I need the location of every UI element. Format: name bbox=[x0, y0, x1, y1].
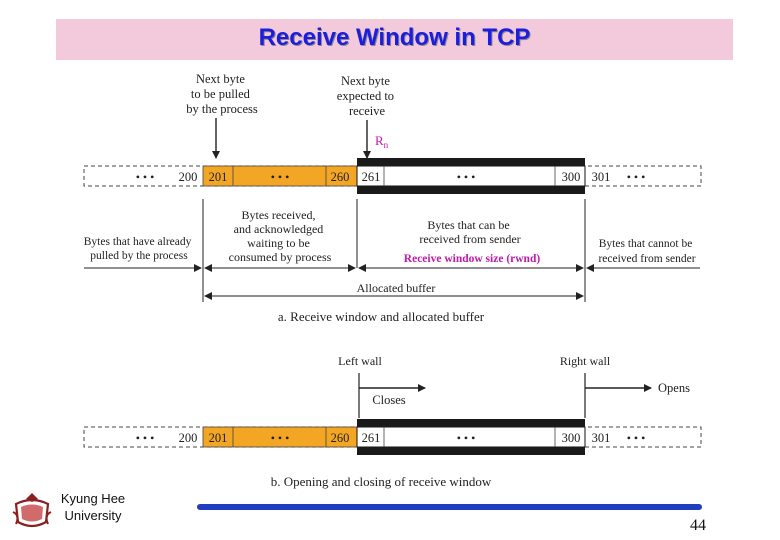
strip-b-cell-300: 300 bbox=[562, 431, 581, 445]
strip-b-dots-mid1: • • • bbox=[271, 431, 290, 445]
slide-title: Receive Window in TCP bbox=[258, 24, 531, 51]
strip-a-cell-200: 200 bbox=[179, 170, 198, 184]
strip-b-dots-left: • • • bbox=[136, 431, 155, 445]
strip-b-window-bottom-bar bbox=[357, 447, 585, 455]
next-byte-expected-label: Next byte expected to receive bbox=[337, 74, 397, 118]
caption-a: a. Receive window and allocated buffer bbox=[278, 309, 485, 324]
strip-a-dots-right: • • • bbox=[627, 170, 646, 184]
part-a: Next byte to be pulled by the process Ne… bbox=[83, 72, 702, 324]
university-name: Kyung Hee University bbox=[58, 490, 128, 524]
title-bar: Receive Window in TCP bbox=[56, 19, 733, 60]
bytes-already-pulled-label: Bytes that have already pulled by the pr… bbox=[84, 236, 195, 262]
caption-b: b. Opening and closing of receive window bbox=[271, 474, 492, 489]
strip-b-dots-right: • • • bbox=[627, 431, 646, 445]
closes-label: Closes bbox=[372, 393, 405, 407]
part-b: Left wall Right wall Closes Opens • • • … bbox=[83, 354, 702, 489]
page-number: 44 bbox=[690, 517, 706, 534]
right-wall-label: Right wall bbox=[560, 354, 611, 368]
strip-b-cell-301: 301 bbox=[592, 431, 611, 445]
opens-label: Opens bbox=[658, 381, 690, 395]
university-name-line2: University bbox=[64, 508, 122, 523]
bytes-can-be-received-label: Bytes that can be received from sender bbox=[419, 218, 520, 246]
footer-divider-bar bbox=[197, 504, 702, 510]
strip-b-cell-261: 261 bbox=[362, 431, 381, 445]
strip-a-cell-260: 260 bbox=[331, 170, 350, 184]
strip-a-dots-mid1: • • • bbox=[271, 170, 290, 184]
strip-a-window-top-bar bbox=[357, 158, 585, 166]
rn-label: Rn bbox=[375, 133, 389, 150]
strip-b-cell-201: 201 bbox=[209, 431, 228, 445]
byte-strip-a: • • • 200 201 • • • 260 261 • • • 300 30… bbox=[83, 158, 702, 194]
strip-a-cell-300: 300 bbox=[562, 170, 581, 184]
university-name-line1: Kyung Hee bbox=[60, 491, 126, 506]
left-wall-label: Left wall bbox=[338, 354, 382, 368]
strip-a-cell-201: 201 bbox=[209, 170, 228, 184]
byte-strip-b: • • • 200 201 • • • 260 261 • • • 300 30… bbox=[83, 419, 702, 455]
rwnd-label: Receive window size (rwnd) bbox=[404, 253, 541, 265]
strip-a-window-bottom-bar bbox=[357, 186, 585, 194]
bytes-cannot-be-received-label: Bytes that cannot be received from sende… bbox=[598, 238, 695, 265]
strip-b-cell-200: 200 bbox=[179, 431, 198, 445]
strip-b-cell-260: 260 bbox=[331, 431, 350, 445]
strip-b-dots-mid2: • • • bbox=[457, 431, 476, 445]
allocated-buffer-label: Allocated buffer bbox=[357, 281, 436, 295]
strip-b-window-top-bar bbox=[357, 419, 585, 427]
strip-a-cell-301: 301 bbox=[592, 170, 611, 184]
strip-a-dots-mid2: • • • bbox=[457, 170, 476, 184]
strip-a-cell-261: 261 bbox=[362, 170, 381, 184]
next-byte-pulled-label: Next byte to be pulled by the process bbox=[186, 72, 258, 116]
bytes-received-ack-label: Bytes received, and acknowledged waiting… bbox=[229, 208, 332, 264]
strip-a-dots-left: • • • bbox=[136, 170, 155, 184]
university-logo-icon bbox=[12, 493, 52, 528]
